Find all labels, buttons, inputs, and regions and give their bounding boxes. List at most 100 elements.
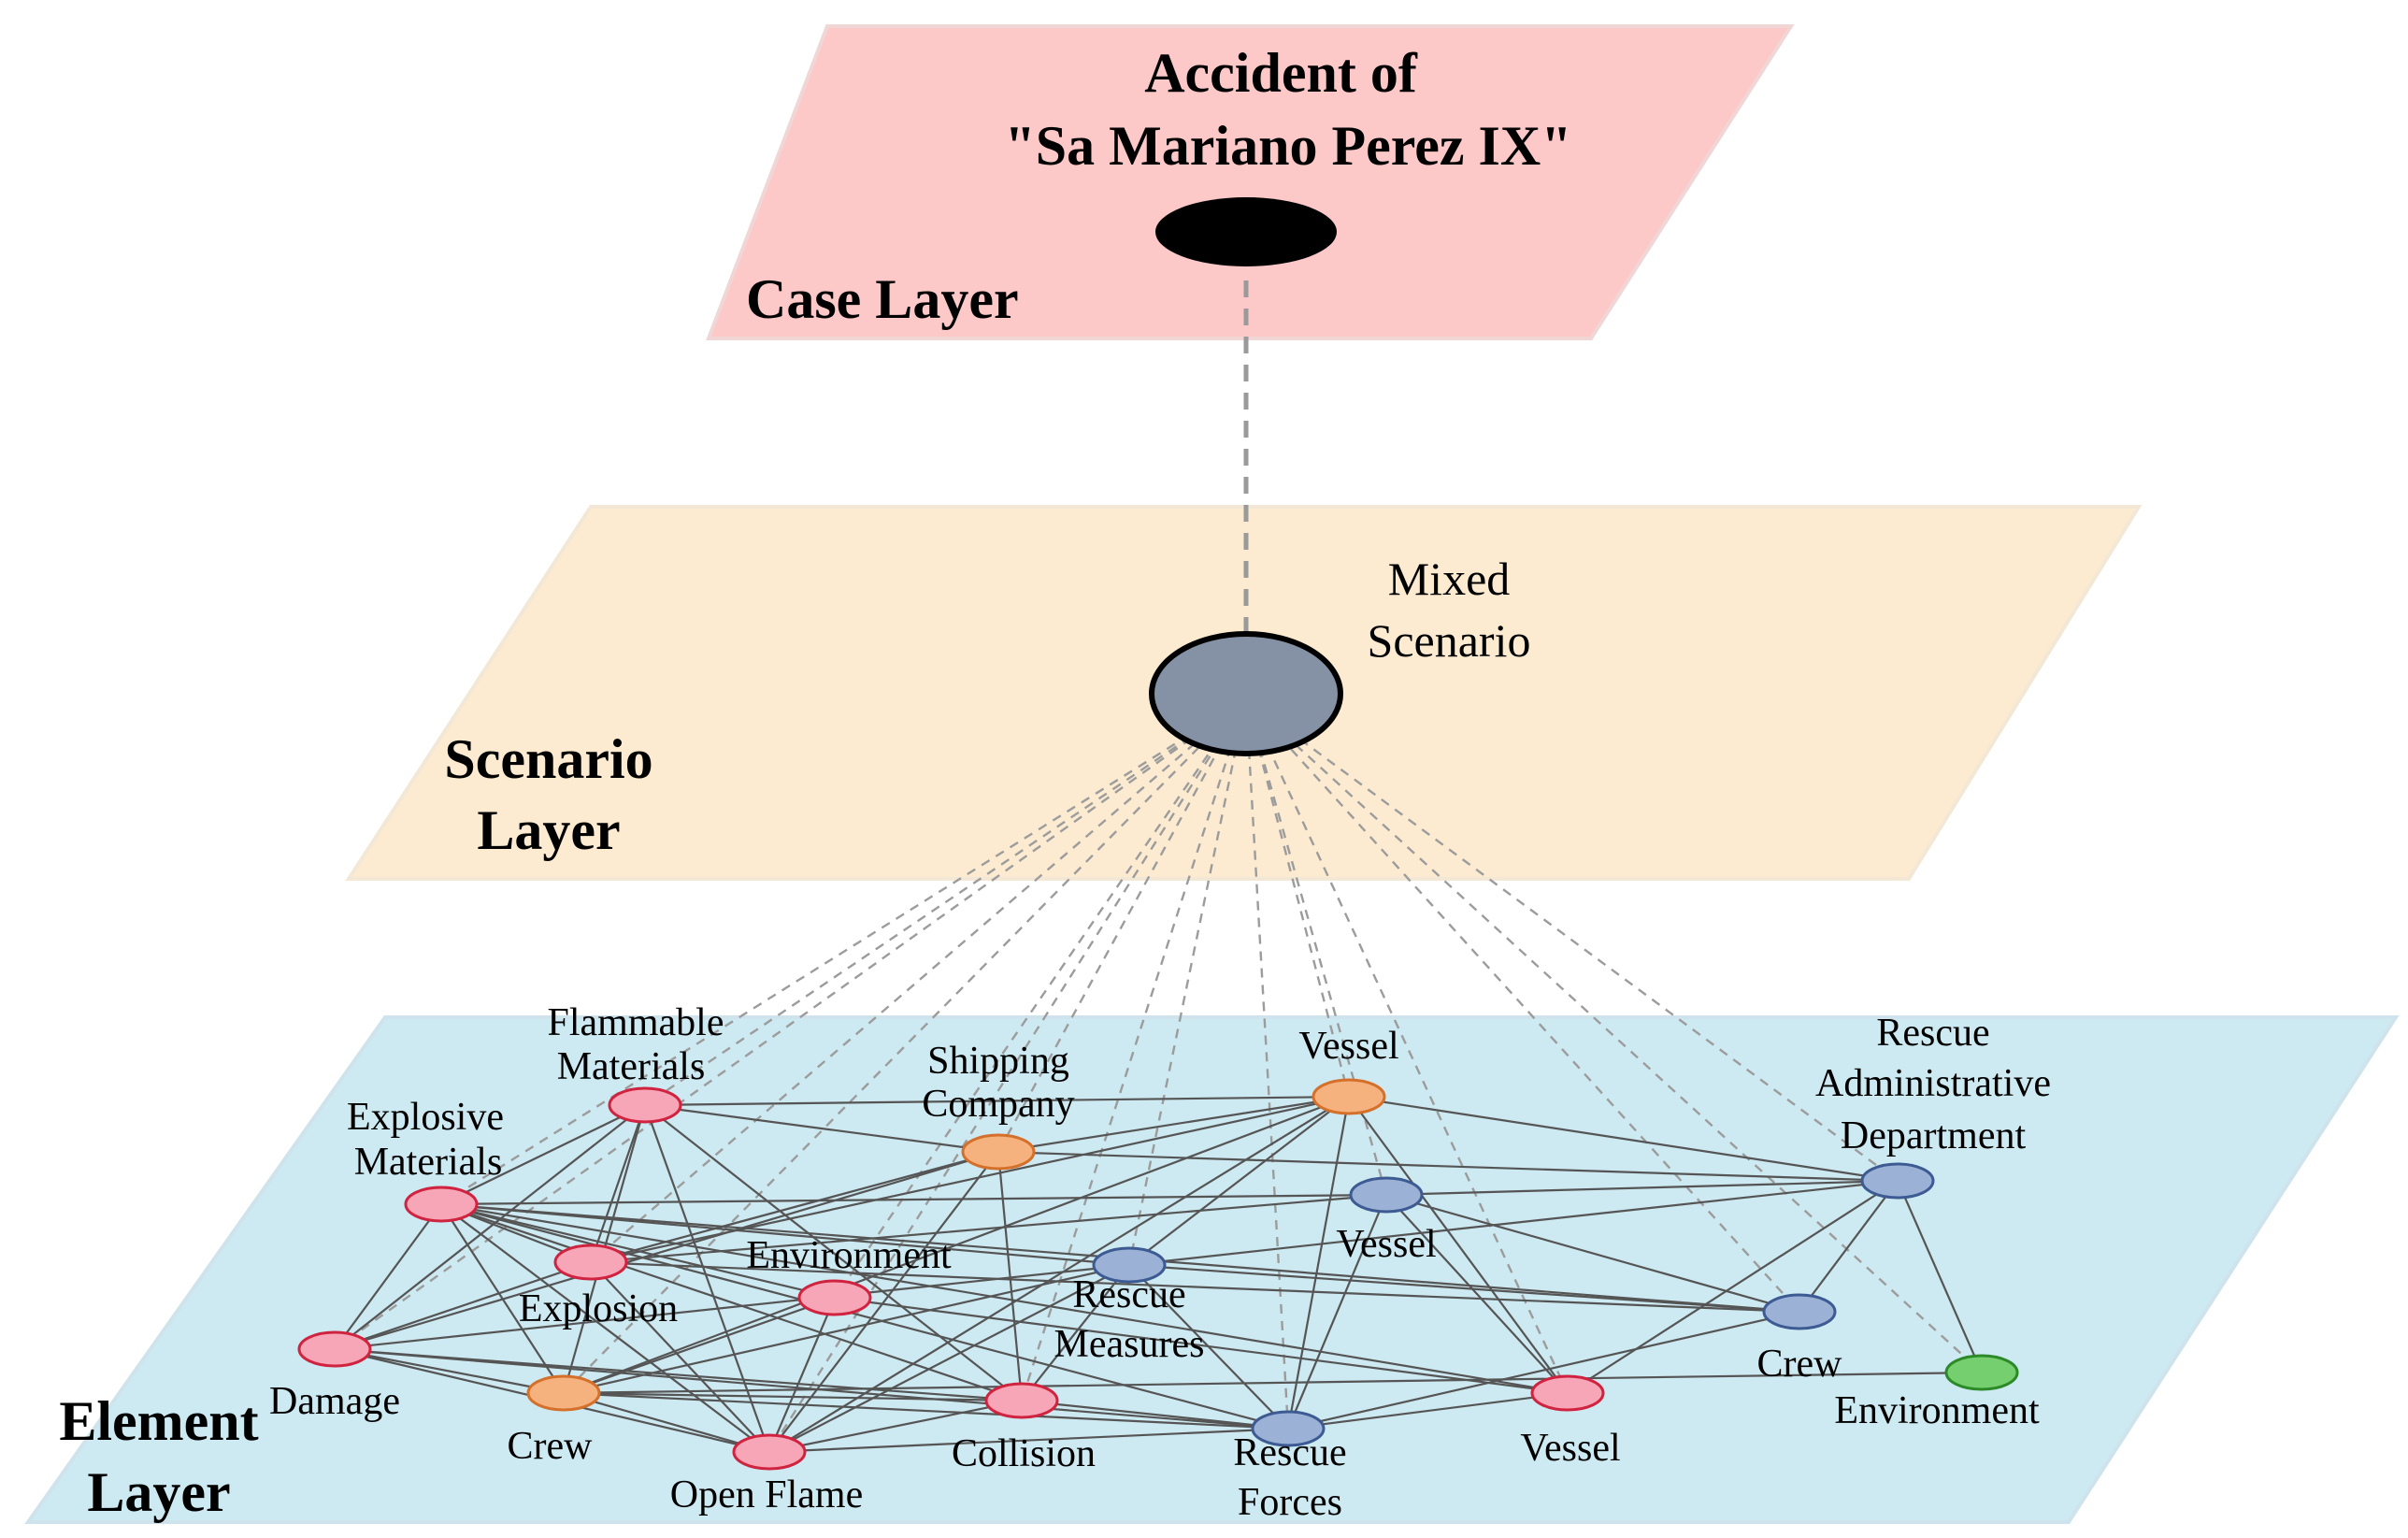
edge-environment1-openflame [767, 1297, 837, 1453]
edge-shipping-openflame [768, 1151, 999, 1453]
node-explosion [553, 1243, 628, 1281]
scenario-to-element-links [334, 697, 1983, 1453]
edge-damage-crew1 [334, 1347, 565, 1395]
label-shipping-line2: Company [922, 1083, 1074, 1126]
scenario-link-damage [334, 698, 1247, 1350]
edge-explosion-damage [334, 1260, 592, 1351]
scenario-node-label-line2: Scenario [1368, 614, 1531, 667]
label-shipping-line1: Shipping [927, 1040, 1069, 1083]
edge-rescuemeasures-crew2 [1128, 1263, 1800, 1314]
scenario-layer-label-line1: Scenario [444, 728, 652, 790]
edge-vessel2-rescueforces [1286, 1194, 1388, 1430]
edge-explosion-crew2 [590, 1260, 1800, 1314]
edge-flammable-explosive [440, 1104, 646, 1205]
scenario-link-shipping [996, 698, 1248, 1153]
node-collision [984, 1382, 1059, 1419]
edge-explosive-openflame [440, 1203, 770, 1453]
label-rescuedept-line2: Administrative [1815, 1062, 2051, 1105]
case-layer-label: Case Layer [746, 268, 1019, 330]
scenario-link-rescuedept [1245, 698, 1899, 1182]
edge-rescuemeasures-collision [1021, 1264, 1130, 1401]
edge-rescuemeasures-openflame [768, 1264, 1130, 1453]
label-flammable-line2: Materials [557, 1045, 706, 1088]
element-links [334, 1095, 1984, 1454]
label-environment1-line1: Environment [746, 1234, 952, 1277]
edge-explosive-collision [440, 1202, 1023, 1402]
mixed-scenario-node [1149, 631, 1343, 756]
scenario-link-collision [1020, 698, 1248, 1401]
label-rescueforces-line1: Rescue [1233, 1431, 1346, 1474]
scenario-link-openflame [767, 698, 1248, 1453]
edge-shipping-rescuedept [997, 1150, 1899, 1183]
scenario-link-crew1 [563, 698, 1247, 1394]
case-node [1155, 197, 1337, 266]
edge-rescuedept-environment2 [1896, 1180, 1984, 1373]
edge-openflame-rescueforces [768, 1427, 1289, 1454]
edge-flammable-vessel1 [644, 1095, 1350, 1107]
scenario-link-flammable [644, 698, 1247, 1106]
scenario-link-rescuemeasures [1127, 698, 1248, 1266]
element-nodes [297, 1078, 2019, 1471]
label-rescuedept-line1: Rescue [1876, 1012, 1989, 1055]
edge-explosive-vessel2 [440, 1193, 1387, 1206]
node-crew2 [1762, 1293, 1837, 1330]
node-flammable [608, 1086, 682, 1124]
node-environment2 [1944, 1354, 2019, 1391]
edge-rescuemeasures-crew1 [563, 1263, 1130, 1395]
element-labels: FlammableMaterialsExplosiveMaterialsExpl… [269, 1001, 2051, 1524]
edge-crew1-collision [563, 1391, 1023, 1402]
scenario-link-explosive [440, 697, 1247, 1206]
edge-openflame-collision [768, 1399, 1023, 1454]
edge-crew1-openflame [563, 1391, 770, 1454]
node-environment1 [797, 1279, 872, 1316]
label-explosive-line2: Materials [354, 1141, 503, 1184]
scenario-layer-label-line2: Layer [477, 799, 620, 861]
edge-explosive-damage [334, 1203, 442, 1350]
label-explosive-line1: Explosive [347, 1096, 504, 1139]
scenario-link-vessel1 [1244, 698, 1351, 1098]
label-rescuemeasures-line1: Rescue [1072, 1273, 1185, 1316]
case-title-line2: "Sa Mariano Perez IX" [1004, 115, 1571, 177]
node-explosive [404, 1186, 479, 1223]
label-vessel1-line1: Vessel [1298, 1025, 1398, 1068]
edge-vessel2-explosion [590, 1193, 1387, 1264]
edge-vessel1-rescueforces [1286, 1096, 1351, 1430]
edge-rescuemeasures-rescueforces [1128, 1264, 1289, 1430]
node-shipping [961, 1133, 1036, 1171]
label-damage-line1: Damage [269, 1380, 400, 1423]
edge-vessel2-rescuedept [1385, 1179, 1899, 1197]
edge-explosive-rescueforces [440, 1202, 1289, 1430]
edge-rescueforces-crew2 [1287, 1310, 1800, 1430]
label-vessel3-line1: Vessel [1520, 1427, 1620, 1470]
case-title-line1: Accident of [1144, 42, 1418, 104]
edge-flammable-collision [644, 1104, 1023, 1401]
label-environment2-line1: Environment [1834, 1389, 2040, 1432]
node-openflame [732, 1433, 807, 1471]
edge-crew1-rescueforces [563, 1391, 1289, 1430]
edge-rescuemeasures-damage [334, 1263, 1130, 1351]
edge-vessel1-rescuedept [1348, 1095, 1899, 1183]
edge-vessel1-rescuemeasures [1128, 1096, 1350, 1266]
node-vessel3 [1530, 1374, 1605, 1412]
label-explosion-line1: Explosion [519, 1287, 678, 1330]
scenario-link-environment2 [1245, 698, 1983, 1373]
node-rescuedept [1860, 1162, 1935, 1200]
edge-vessel1-explosion [590, 1095, 1350, 1264]
edge-flammable-shipping [644, 1103, 999, 1154]
edge-vessel2-crew2 [1385, 1193, 1800, 1314]
scenario-link-crew2 [1245, 698, 1800, 1313]
label-crew1-line1: Crew [508, 1425, 594, 1468]
label-openflame-line1: Open Flame [670, 1473, 863, 1516]
edge-vessel2-vessel3 [1385, 1194, 1569, 1394]
node-rescuemeasures [1092, 1246, 1167, 1284]
element-layer-label-line2: Layer [87, 1461, 230, 1523]
edge-rescuedept-rescuemeasures [1128, 1179, 1899, 1267]
edge-explosive-vessel3 [440, 1202, 1569, 1395]
edge-flammable-openflame [643, 1104, 771, 1453]
edge-shipping-explosion [590, 1150, 999, 1264]
edge-shipping-vessel1 [997, 1095, 1350, 1154]
node-vessel2 [1349, 1176, 1424, 1214]
edge-vessel1-vessel3 [1348, 1096, 1569, 1394]
edge-rescuedept-crew2 [1799, 1180, 1899, 1313]
